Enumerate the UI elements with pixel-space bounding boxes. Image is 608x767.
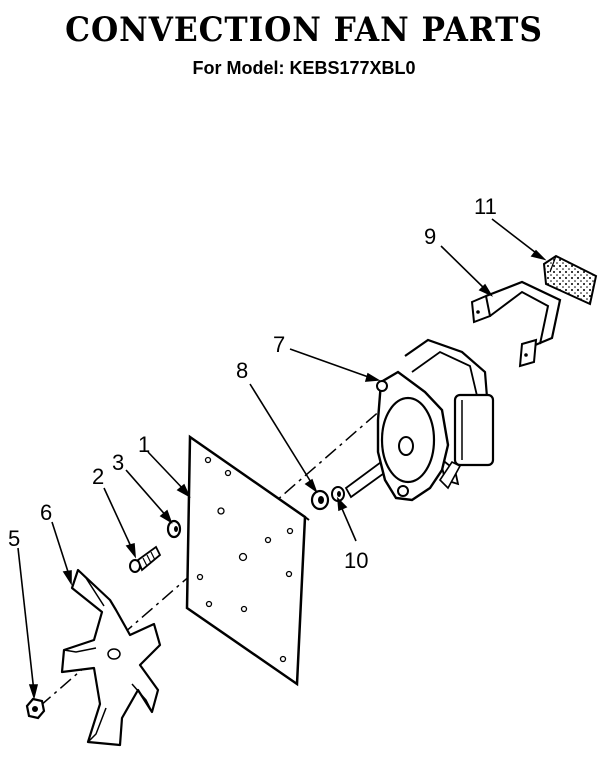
callout-5: 5 xyxy=(8,526,20,551)
part-1-mounting-plate xyxy=(185,434,310,687)
callout-labels: 1 2 3 5 6 7 8 9 10 11 xyxy=(8,194,497,573)
model-subtitle: For Model: KEBS177XBL0 xyxy=(192,58,416,78)
callout-7: 7 xyxy=(273,332,285,357)
callout-2: 2 xyxy=(92,464,104,489)
callout-8: 8 xyxy=(236,358,248,383)
part-8-washer xyxy=(310,489,330,511)
callout-11: 11 xyxy=(474,194,497,219)
part-6-fan-blade xyxy=(60,568,162,747)
part-10-washer xyxy=(331,486,345,502)
callout-3: 3 xyxy=(112,450,124,475)
page-title: CONVECTION FAN PARTS xyxy=(65,10,543,50)
callout-9: 9 xyxy=(424,224,436,249)
leader-lines xyxy=(17,218,547,700)
part-3-washer xyxy=(166,519,182,539)
callout-1: 1 xyxy=(138,432,150,457)
callout-6: 6 xyxy=(40,500,52,525)
assembly-axis-line xyxy=(39,401,391,707)
callout-10: 10 xyxy=(344,548,368,573)
part-5-nut xyxy=(25,697,46,720)
part-2-screw xyxy=(129,545,162,573)
part-7-fan-motor xyxy=(344,338,495,502)
part-9-bracket xyxy=(470,280,562,368)
part-11-gasket xyxy=(542,254,598,306)
